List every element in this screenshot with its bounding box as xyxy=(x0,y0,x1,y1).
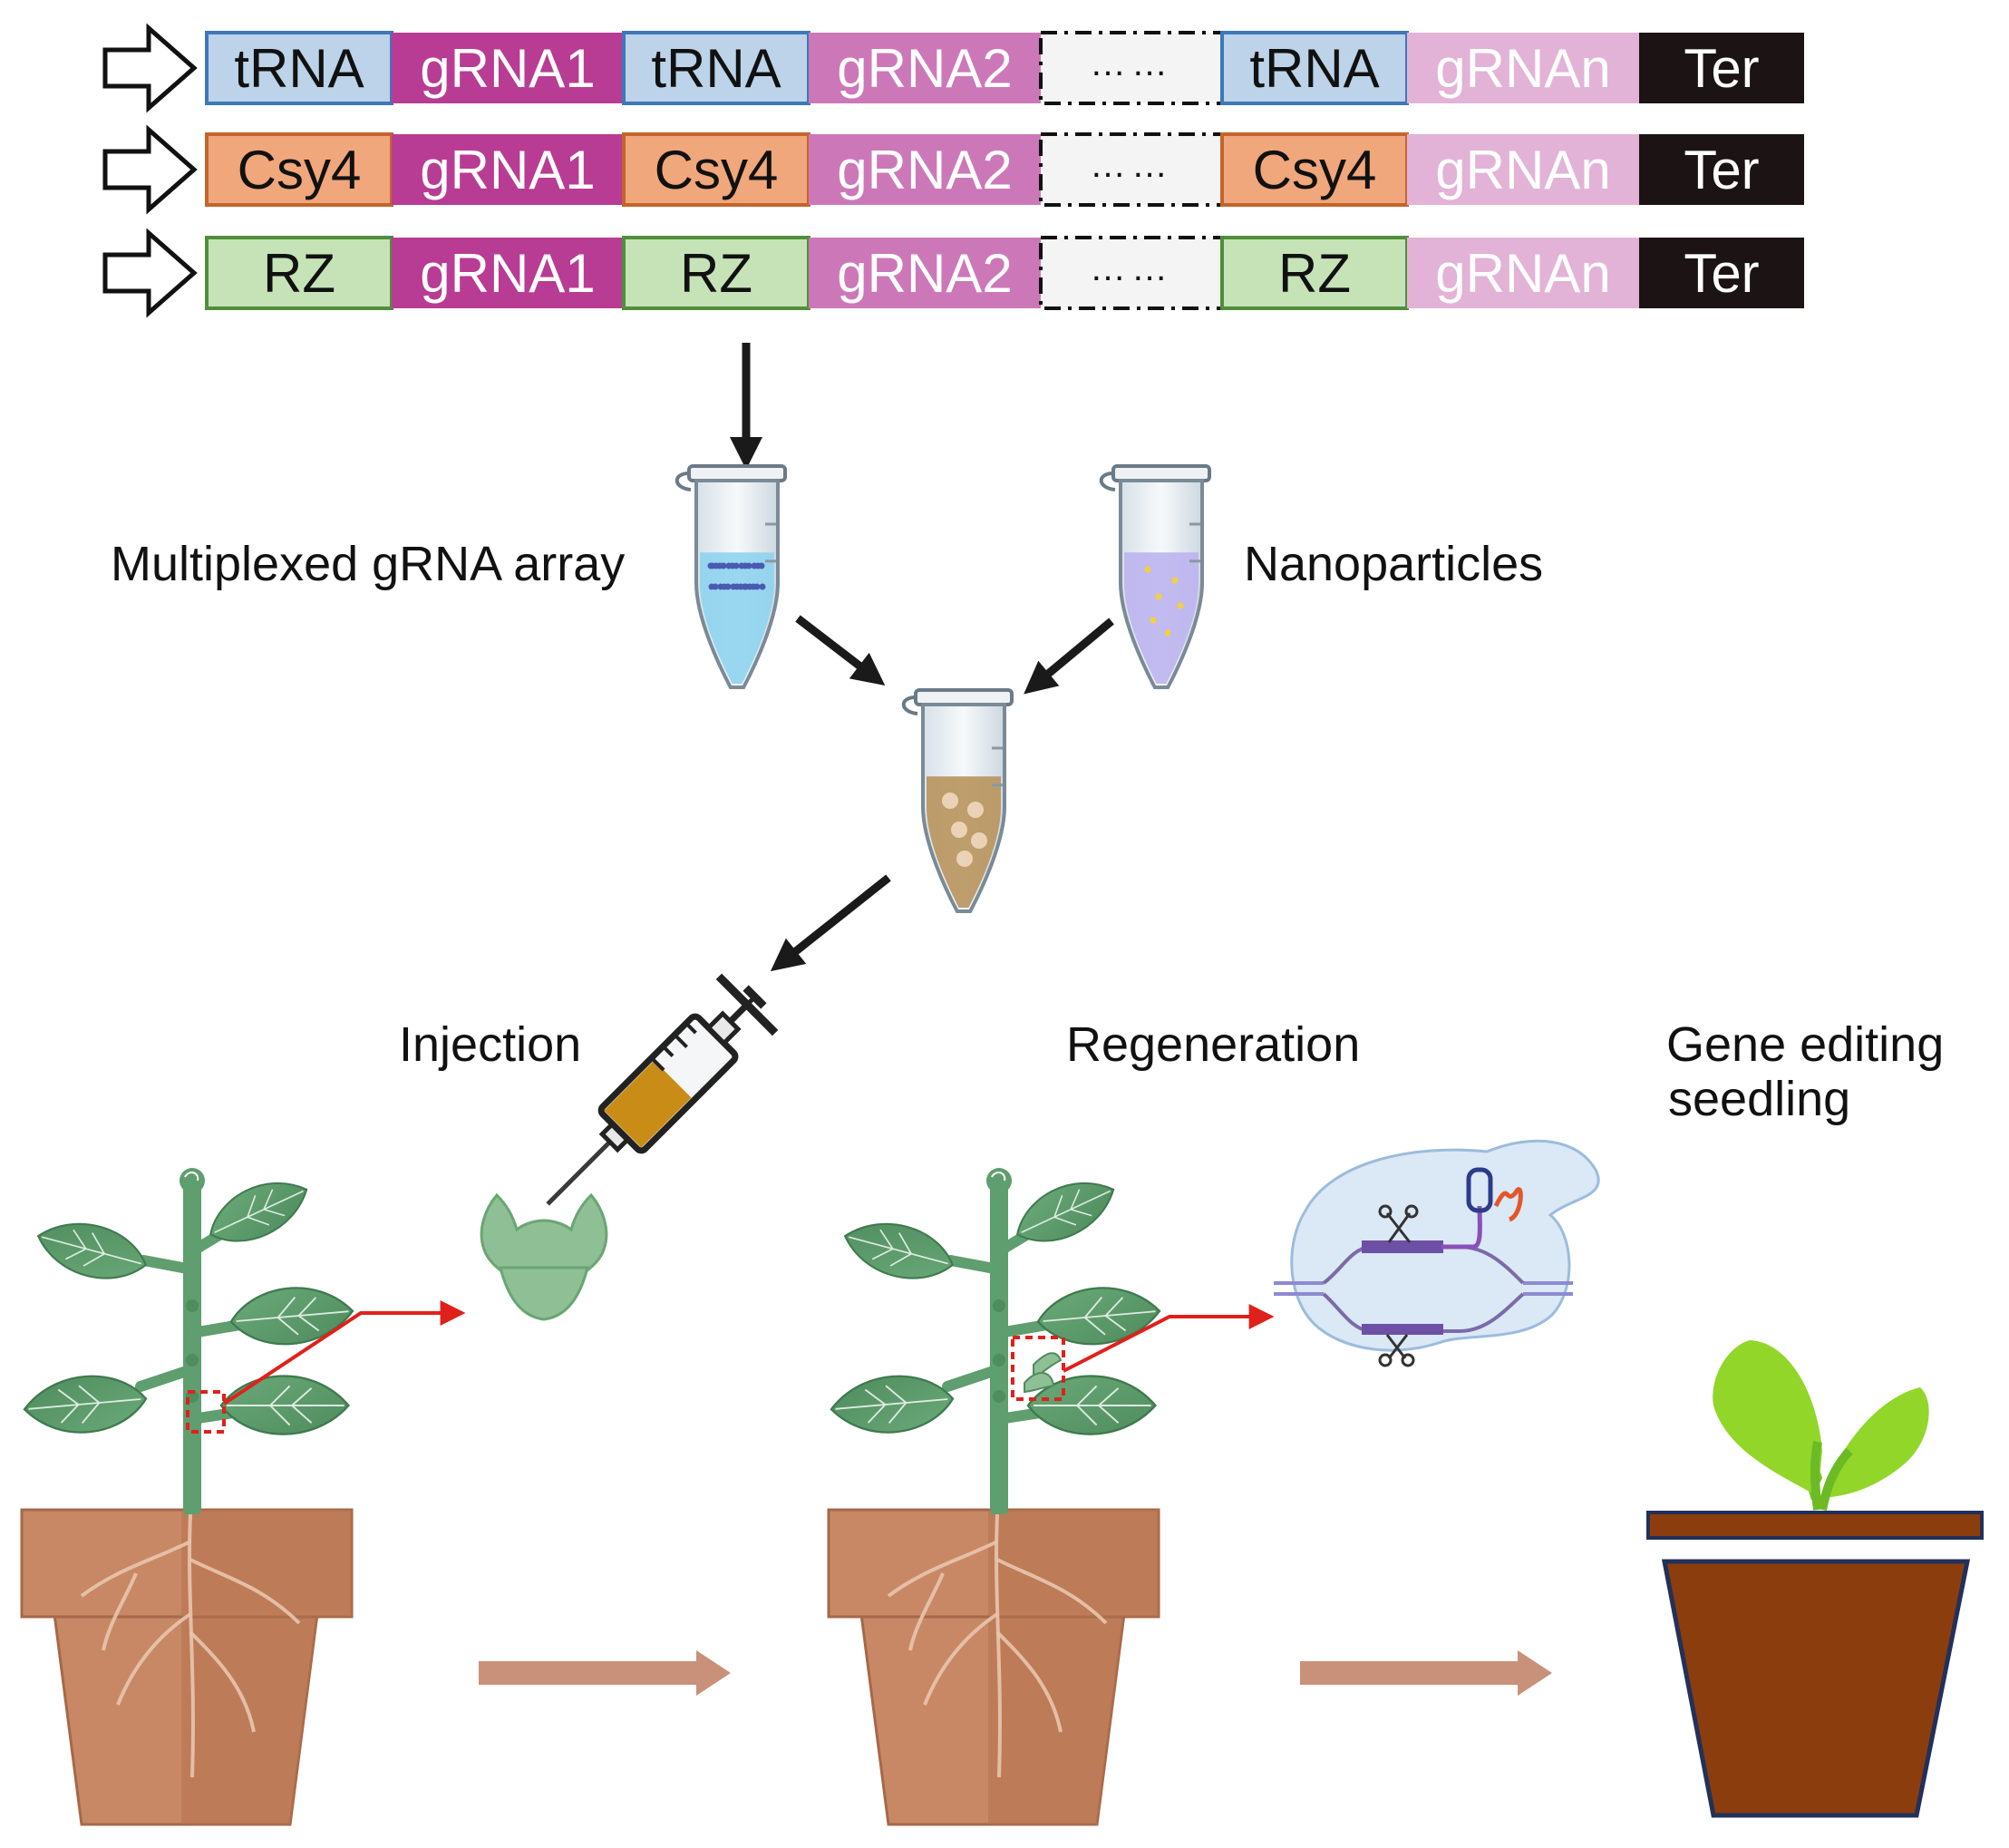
promoter-arrow-icon xyxy=(102,23,198,113)
segment-label: Ter xyxy=(1684,140,1759,200)
segment-label: Ter xyxy=(1684,243,1759,304)
segment-label: gRNAn xyxy=(1435,140,1610,200)
seedling-leaf-left xyxy=(1713,1340,1822,1496)
syringe-icon xyxy=(546,973,779,1206)
segment-spacer xyxy=(205,132,393,207)
segment-label: RZ xyxy=(1278,243,1351,304)
segment-label: Csy4 xyxy=(1253,140,1377,200)
plant-injected xyxy=(20,1168,354,1826)
nanoparticles-label: Nanoparticles xyxy=(1244,537,1543,591)
segment-label: Csy4 xyxy=(238,140,362,200)
injection-site-marker xyxy=(186,1390,226,1434)
segment-spacer xyxy=(1220,132,1409,207)
segment-label: gRNAn xyxy=(1435,38,1610,99)
plant-regeneration xyxy=(827,1168,1161,1826)
segment-label: gRNA2 xyxy=(837,38,1012,99)
segment-label: RZ xyxy=(680,243,752,304)
promoter-arrow-icon xyxy=(102,124,198,215)
segment-ter xyxy=(1639,33,1804,103)
regeneration-label: Regeneration xyxy=(1066,1017,1360,1072)
gene-editing-label: Gene editing xyxy=(1666,1017,1944,1072)
segment-label: …… xyxy=(1090,145,1173,185)
segment-label: …… xyxy=(1090,44,1173,83)
segment-spacer xyxy=(622,236,810,310)
arrow-grna-to-mix xyxy=(795,615,886,686)
segment-g2 xyxy=(809,33,1041,103)
segment-label: gRNA2 xyxy=(837,140,1012,200)
segment-gn xyxy=(1407,134,1639,205)
segment-label: gRNA1 xyxy=(420,243,595,304)
segment-label: tRNA xyxy=(651,38,781,99)
regeneration-site-marker xyxy=(1011,1336,1065,1401)
segment-g1 xyxy=(392,33,624,103)
construct-Csy4-array: Csy4 gRNA1 Csy4 gRNA2 …… Csy4 gRNAn Ter xyxy=(102,124,1804,215)
construct-tRNA-array: tRNA gRNA1 tRNA gRNA2 …… tRNA gRNAn Ter xyxy=(102,23,1804,113)
segment-label: gRNAn xyxy=(1435,243,1610,304)
segment-label: gRNA1 xyxy=(420,140,595,200)
seedling-leaf-right xyxy=(1822,1387,1929,1498)
injection-label: Injection xyxy=(399,1017,581,1072)
seedling-pot-rim xyxy=(1646,1511,1984,1540)
segment-g1 xyxy=(392,238,624,308)
progress-arrow-2 xyxy=(1300,1650,1552,1696)
promoter-arrow-icon xyxy=(102,228,198,318)
segment-label: gRNA1 xyxy=(420,38,595,99)
construct-RZ-array: RZ gRNA1 RZ gRNA2 …… RZ gRNAn Ter xyxy=(102,228,1804,318)
arrow-mix-to-syringe xyxy=(770,874,891,972)
arrow-nano-to-mix xyxy=(1024,618,1114,695)
segment-label: tRNA xyxy=(1249,38,1379,99)
explant-icon xyxy=(480,1192,608,1288)
segment-gn xyxy=(1407,238,1639,308)
seedling-pot xyxy=(1646,1340,1984,1818)
grna-tube xyxy=(675,464,787,689)
mixture-tube xyxy=(901,688,1014,913)
segment-label: gRNA2 xyxy=(837,243,1012,304)
segment-spacer xyxy=(205,31,393,105)
red-arrow-2 xyxy=(1063,1304,1275,1373)
segment-label: …… xyxy=(1090,248,1173,288)
editing-cell-icon xyxy=(1274,1139,1600,1367)
segment-g2 xyxy=(809,134,1041,205)
segment-label: Ter xyxy=(1684,38,1759,99)
segment-label: RZ xyxy=(263,243,335,304)
multiplexed-label: Multiplexed gRNA array xyxy=(111,537,625,591)
explant-base xyxy=(499,1266,589,1321)
segment-spacer xyxy=(622,31,810,105)
segment-ter xyxy=(1639,238,1804,308)
segment-ter xyxy=(1639,134,1804,205)
segment-label: tRNA xyxy=(234,38,364,99)
nanoparticle-tube xyxy=(1099,464,1211,689)
segment-g1 xyxy=(392,134,624,205)
seedling-pot-body xyxy=(1661,1559,1971,1818)
progress-arrow-1 xyxy=(479,1650,731,1696)
segment-spacer xyxy=(1220,236,1409,310)
segment-label: Csy4 xyxy=(655,140,779,200)
segment-spacer xyxy=(622,132,810,207)
red-arrow-1 xyxy=(222,1300,466,1405)
segment-gn xyxy=(1407,33,1639,103)
seedling-label: seedling xyxy=(1668,1072,1850,1126)
segment-g2 xyxy=(809,238,1041,308)
